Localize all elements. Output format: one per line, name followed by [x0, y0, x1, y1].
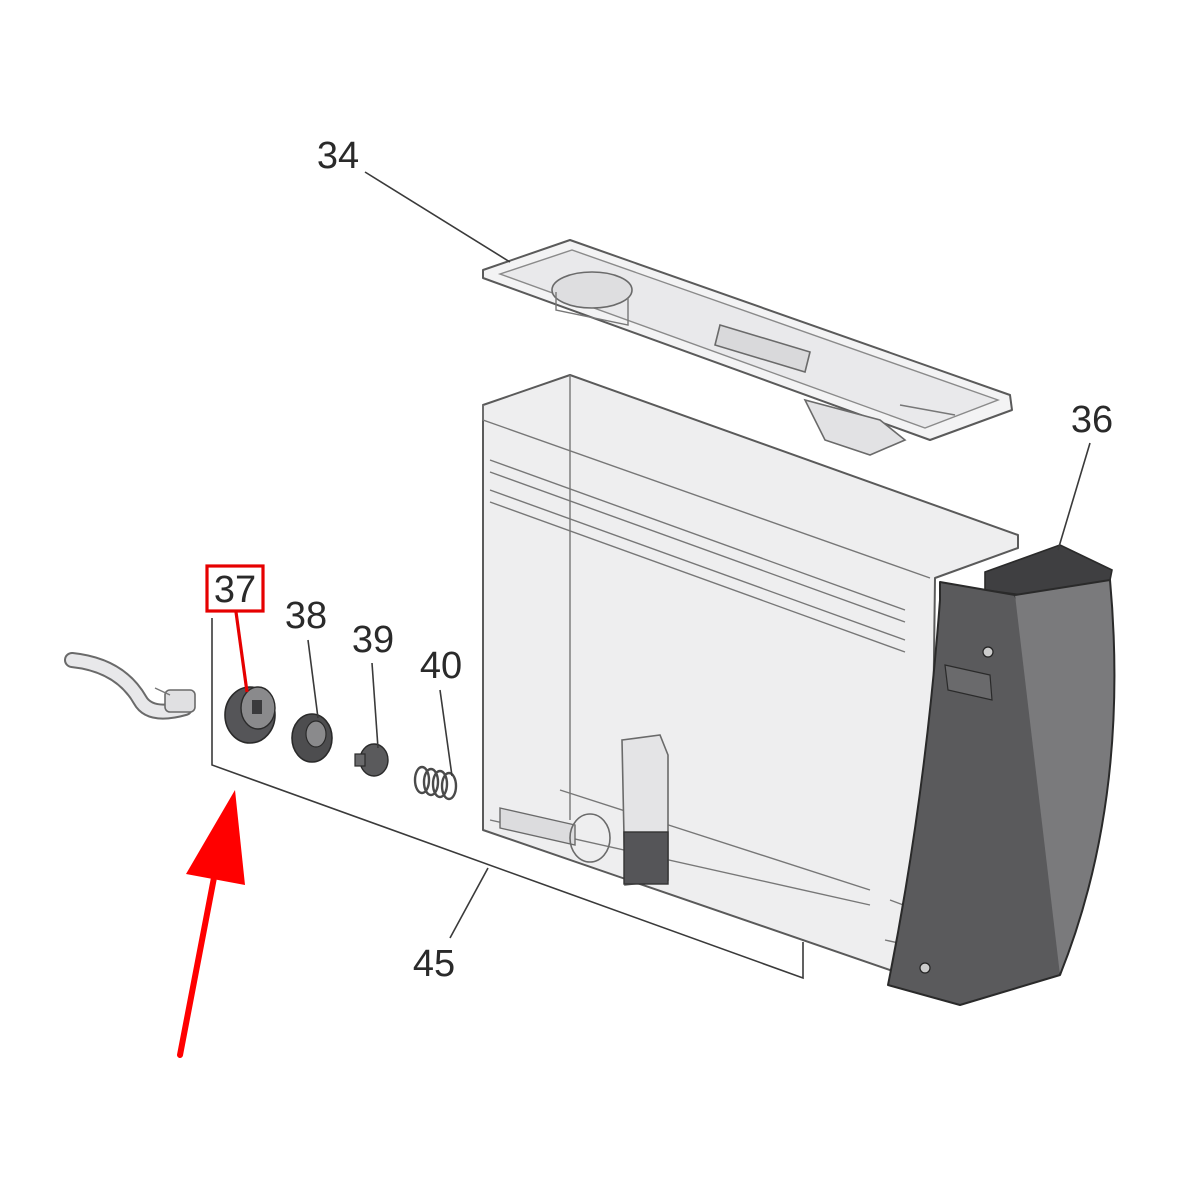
label-40: 40 — [420, 645, 462, 687]
label-38: 38 — [285, 595, 327, 637]
label-37: 37 — [214, 569, 256, 611]
part-38-seal — [291, 713, 333, 763]
part-40-spring — [413, 765, 458, 801]
part-39-valve — [354, 743, 389, 777]
lid-part — [482, 239, 1013, 456]
hose-part — [64, 652, 196, 720]
highlight-leader-37 — [234, 611, 249, 693]
label-39: 39 — [352, 619, 394, 661]
red-arrow-pointer — [177, 790, 245, 1058]
label-34: 34 — [317, 135, 359, 177]
water-tank-part — [482, 374, 1019, 976]
leader-lines — [211, 171, 1091, 980]
part-37-coupling — [224, 686, 276, 744]
label-45: 45 — [413, 943, 455, 985]
highlight-box-37 — [205, 564, 265, 613]
label-36: 36 — [1071, 399, 1113, 441]
